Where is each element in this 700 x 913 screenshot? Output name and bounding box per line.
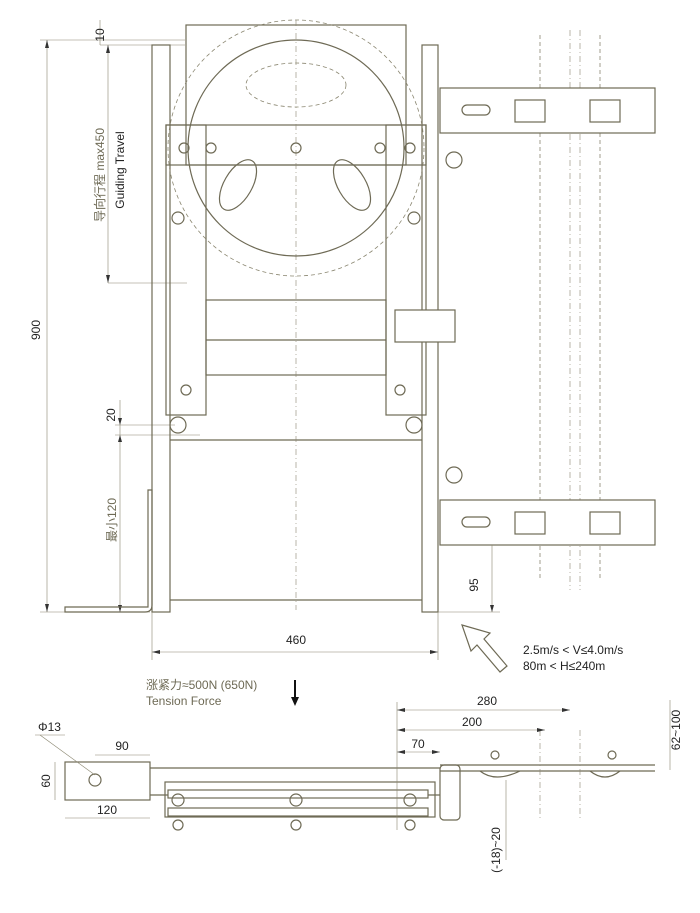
hole-phi13-label: Φ13 bbox=[38, 720, 61, 734]
dim-120-label: 120 bbox=[97, 803, 117, 817]
plan-dimensions: 280 200 70 62~100 (-18)~20 Φ13 90 60 120 bbox=[35, 694, 683, 873]
dim-90-label: 90 bbox=[115, 739, 129, 753]
dim-95-label: 95 bbox=[467, 578, 481, 592]
dim-460-label: 460 bbox=[286, 633, 306, 647]
tension-force-en: Tension Force bbox=[146, 694, 222, 708]
dim-minus18-20-label: (-18)~20 bbox=[489, 827, 503, 873]
dim-62-100-label: 62~100 bbox=[669, 709, 683, 750]
tension-force-cn: 涨紧力≈500N (650N) bbox=[146, 677, 257, 692]
dimension-20-120: 20 最小120 bbox=[104, 400, 200, 612]
dimension-guiding-travel: 导向行程 max450 Guiding Travel bbox=[92, 45, 187, 284]
dim-10-label: 10 bbox=[93, 28, 107, 42]
dim-280-label: 280 bbox=[477, 694, 497, 708]
dim-20-label: 20 bbox=[104, 408, 118, 422]
min-120-label: 最小120 bbox=[105, 498, 119, 542]
dimension-95: 95 bbox=[438, 545, 500, 613]
dim-70-label: 70 bbox=[411, 737, 425, 751]
dimension-460: 460 bbox=[151, 612, 439, 660]
speed-note: 2.5m/s < V≤4.0m/s bbox=[523, 643, 623, 657]
dimension-900: 900 bbox=[29, 39, 185, 613]
view-direction-arrow-icon bbox=[461, 624, 508, 673]
guiding-travel-en-label: Guiding Travel bbox=[113, 131, 127, 208]
dim-900-label: 900 bbox=[29, 320, 43, 340]
down-arrow-icon bbox=[291, 680, 299, 706]
height-note: 80m < H≤240m bbox=[523, 659, 605, 673]
guide-rail bbox=[394, 30, 656, 590]
plan-view bbox=[64, 730, 655, 831]
dim-60-label: 60 bbox=[39, 774, 53, 788]
dimension-10: 10 bbox=[93, 20, 185, 46]
dim-200-label: 200 bbox=[462, 715, 482, 729]
guiding-travel-cn-label: 导向行程 max450 bbox=[92, 128, 107, 222]
